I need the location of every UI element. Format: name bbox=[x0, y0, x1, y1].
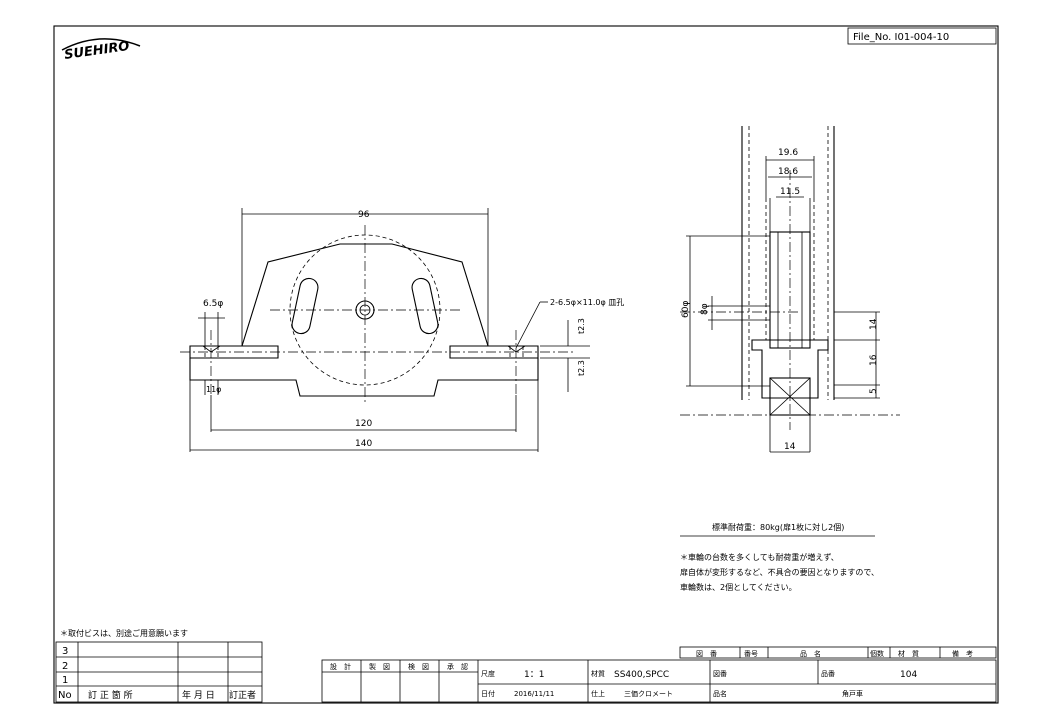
dim-t2-3-bottom: t2.3 bbox=[577, 360, 586, 376]
hole-note: 2-6.5φ×11.0φ 皿孔 bbox=[550, 298, 624, 307]
col-qty: 個数 bbox=[870, 649, 884, 658]
col-remarks: 備 考 bbox=[952, 649, 973, 658]
date-value: 2016/11/11 bbox=[514, 690, 554, 698]
dim-60: 60φ bbox=[681, 301, 691, 318]
logo-text: SUEHIRO bbox=[63, 39, 130, 63]
dim-14-right: 14 bbox=[869, 318, 879, 330]
rev-header-no: No bbox=[58, 690, 72, 701]
note-line-2: 扉自体が変形するなど、不具合の要因となりますので、 bbox=[680, 567, 879, 577]
title-block: 図 番 番号 品 名 個数 材 質 備 考 設 計 製 図 検 図 承 認 尺度… bbox=[321, 646, 997, 703]
name-label: 品名 bbox=[713, 689, 727, 698]
dim-140: 140 bbox=[355, 439, 372, 449]
side-view: 19.6 18.6 11.5 60φ 8φ 14 16 5 14 bbox=[680, 126, 900, 453]
note-line-3: 車輪数は、2個としてください。 bbox=[680, 582, 797, 592]
col-number: 番号 bbox=[744, 650, 758, 658]
material-label: 材質 bbox=[591, 669, 605, 678]
suehiro-logo: SUEHIRO bbox=[61, 38, 141, 63]
dim-14-bottom: 14 bbox=[784, 442, 796, 452]
load-title: 標準耐荷重：80kg(扉1枚に対し2個) bbox=[712, 522, 844, 532]
item-no-label: 品番 bbox=[821, 670, 835, 678]
finish-label: 仕上 bbox=[591, 689, 605, 698]
dim-t2-3-top: t2.3 bbox=[577, 318, 586, 334]
revision-table: 3 2 1 No 訂 正 箇 所 年 月 日 訂正者 bbox=[55, 641, 263, 703]
material-value: SS400,SPCC bbox=[614, 670, 669, 680]
dim-19-6: 19.6 bbox=[778, 148, 798, 158]
approval-design: 設 計 bbox=[330, 662, 351, 671]
dim-11-5: 11.5 bbox=[780, 187, 800, 197]
col-drawing-no: 図 番 bbox=[696, 650, 717, 658]
scale-label: 尺度 bbox=[481, 669, 495, 678]
approval-approve: 承 認 bbox=[447, 662, 468, 671]
name-value: 角戸車 bbox=[842, 689, 863, 698]
rev-row-3: 3 bbox=[62, 646, 68, 657]
dim-96: 96 bbox=[358, 210, 370, 220]
approval-check: 検 図 bbox=[408, 662, 429, 671]
date-label: 日付 bbox=[481, 689, 495, 698]
slot-left bbox=[291, 277, 319, 335]
dim-5: 5 bbox=[869, 388, 879, 394]
rev-row-2: 2 bbox=[62, 661, 68, 672]
rev-header-place: 訂 正 箇 所 bbox=[88, 689, 133, 701]
front-view: 96 6.5φ 2-6.5φ×11.0φ 皿孔 t2.3 t2.3 11φ 12… bbox=[180, 208, 624, 452]
file-no: File_No. I01-004-10 bbox=[853, 32, 949, 43]
finish-value: 三価クロメート bbox=[624, 689, 673, 698]
dim-11: 11φ bbox=[206, 385, 221, 394]
slot-right bbox=[411, 277, 439, 335]
bracket bbox=[241, 243, 489, 347]
approval-draft: 製 図 bbox=[369, 662, 390, 671]
rev-row-1: 1 bbox=[62, 675, 68, 686]
col-name: 品 名 bbox=[800, 649, 821, 658]
scale-value: 1：1 bbox=[524, 670, 544, 680]
file-no-box bbox=[847, 27, 997, 45]
col-material: 材 質 bbox=[898, 649, 919, 658]
dim-16: 16 bbox=[869, 354, 879, 366]
dim-120: 120 bbox=[355, 419, 372, 429]
mount-note: ＊取付ビスは、別途ご用意願います bbox=[60, 628, 188, 638]
sheet-border bbox=[53, 25, 999, 704]
dim-6-5: 6.5φ bbox=[203, 299, 223, 309]
dim-8: 8φ bbox=[700, 303, 710, 315]
drawing-no-label: 図番 bbox=[713, 670, 727, 678]
rev-header-date: 年 月 日 bbox=[182, 689, 215, 701]
dim-18-6: 18.6 bbox=[778, 167, 798, 177]
notes-block: 標準耐荷重：80kg(扉1枚に対し2個) ＊車輪の台数を多くしても耐荷重が増えず… bbox=[60, 522, 879, 638]
note-line-1: ＊車輪の台数を多くしても耐荷重が増えず、 bbox=[680, 552, 839, 562]
rev-header-person: 訂正者 bbox=[229, 689, 256, 701]
item-no-value: 104 bbox=[900, 670, 917, 680]
